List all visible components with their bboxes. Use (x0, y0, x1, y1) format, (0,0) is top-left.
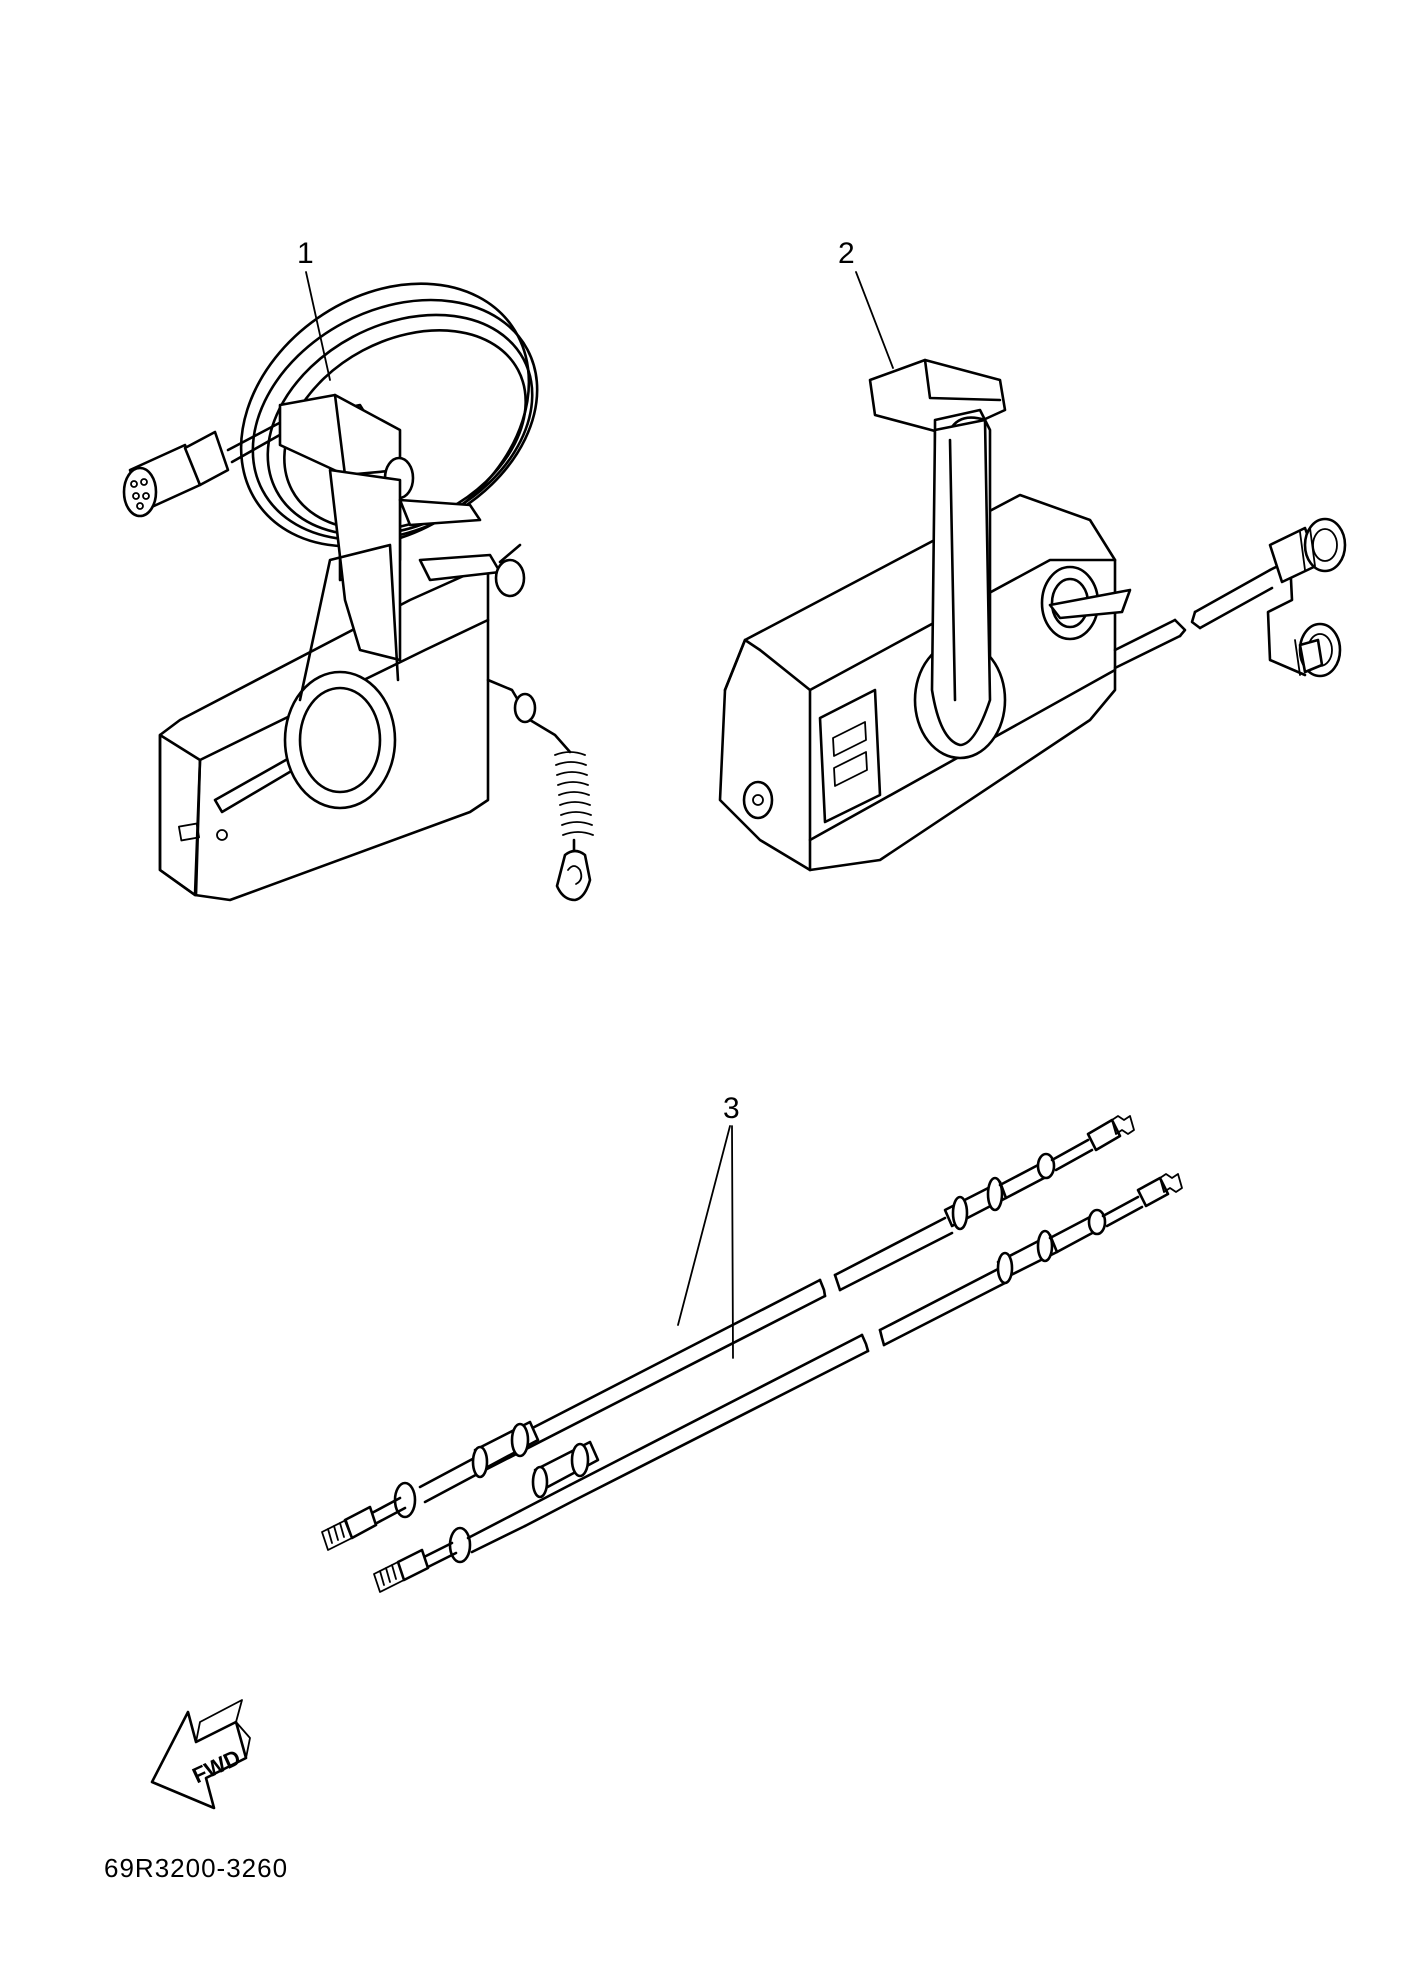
callout-2: 2 (838, 237, 894, 369)
forward-arrow-icon: FWD (150, 1699, 251, 1810)
control-cable-lower (373, 1173, 1183, 1593)
callout-3: 3 (677, 1092, 740, 1359)
remote-control-box-part-2 (718, 358, 1347, 872)
lanyard-coil (486, 678, 594, 902)
callout-label-1: 1 (297, 237, 314, 270)
control-cable-upper (321, 1115, 1135, 1551)
trim-panel (818, 688, 882, 824)
cable-bracket (1266, 517, 1347, 678)
callout-label-3: 3 (723, 1092, 740, 1125)
callout-label-2: 2 (838, 237, 855, 270)
callout-1: 1 (297, 237, 331, 381)
harness-connector (122, 418, 287, 518)
diagram-code: 69R3200-3260 (104, 1853, 288, 1883)
remote-control-box-part-1 (122, 282, 594, 902)
control-cables-part-3 (321, 1115, 1183, 1593)
